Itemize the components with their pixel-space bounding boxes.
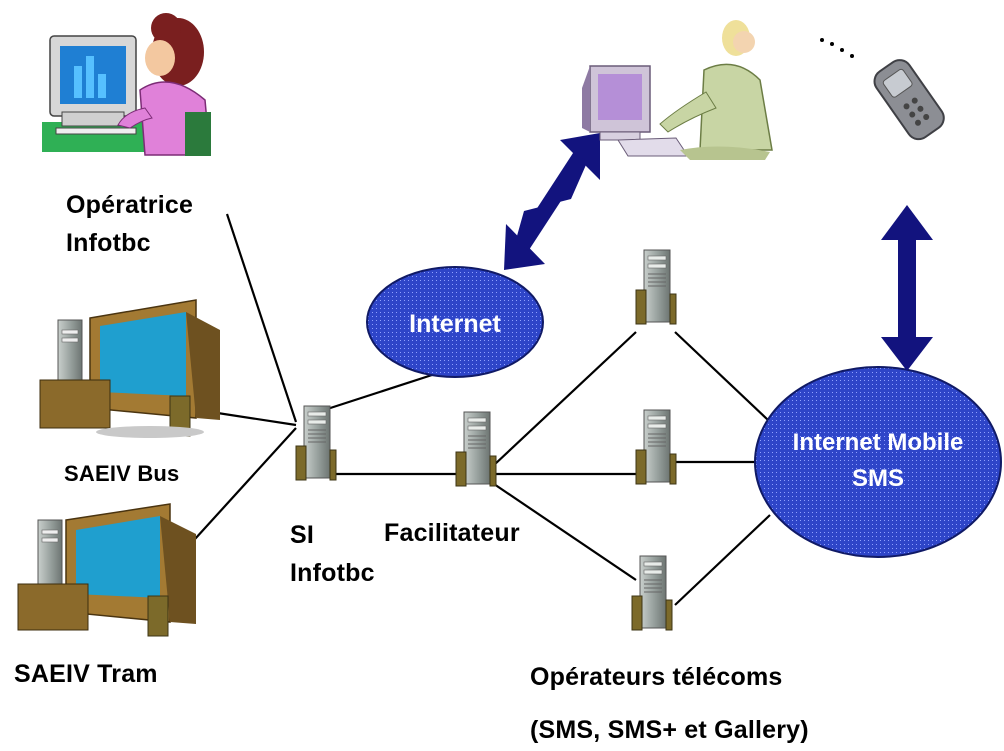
mobile-phone-icon — [820, 38, 945, 141]
line-operatrice-si — [225, 213, 298, 423]
operateurs-telecoms-label: Opérateurs télécoms — [530, 663, 783, 691]
web-user-icon — [582, 20, 773, 160]
internet-cloud-label: Internet — [409, 310, 501, 338]
internet-cloud: Internet — [366, 266, 544, 378]
line-fac-op1 — [493, 331, 637, 466]
line-op3-mobile — [674, 514, 771, 606]
line-op1-mobile — [674, 331, 769, 421]
operator-server-3-icon — [631, 555, 673, 631]
double-arrow-phone-mobile — [881, 205, 933, 371]
operatrice-infotbc-label: Infotbc — [66, 229, 151, 257]
internet-mobile-cloud: Internet Mobile SMS — [754, 366, 1002, 558]
internet-mobile-label: Internet Mobile — [793, 429, 964, 456]
facilitateur-server-icon — [455, 411, 497, 487]
saeiv-bus-label: SAEIV Bus — [64, 461, 180, 486]
si-infotbc-server-icon — [295, 405, 337, 481]
operatrice-workstation-icon — [42, 13, 211, 156]
line-tram-si — [184, 427, 297, 551]
si-label: SI — [290, 521, 315, 549]
line-si-internet — [317, 373, 433, 414]
operatrice-label: Opératrice — [66, 191, 194, 219]
double-arrow-internet-user — [504, 133, 600, 270]
saeiv-tram-computer-icon — [17, 503, 196, 637]
operator-server-2-icon — [635, 409, 677, 485]
sms-label: SMS — [852, 465, 904, 492]
facilitateur-label: Facilitateur — [384, 519, 520, 547]
connection-lines — [184, 213, 771, 606]
operator-server-1-icon — [635, 249, 677, 325]
line-fac-op3 — [493, 483, 637, 581]
operateurs-detail-label: (SMS, SMS+ et Gallery) — [530, 716, 809, 744]
saeiv-tram-label: SAEIV Tram — [14, 660, 158, 688]
saeiv-bus-computer-icon — [39, 299, 220, 438]
si-infotbc-label: Infotbc — [290, 559, 375, 587]
